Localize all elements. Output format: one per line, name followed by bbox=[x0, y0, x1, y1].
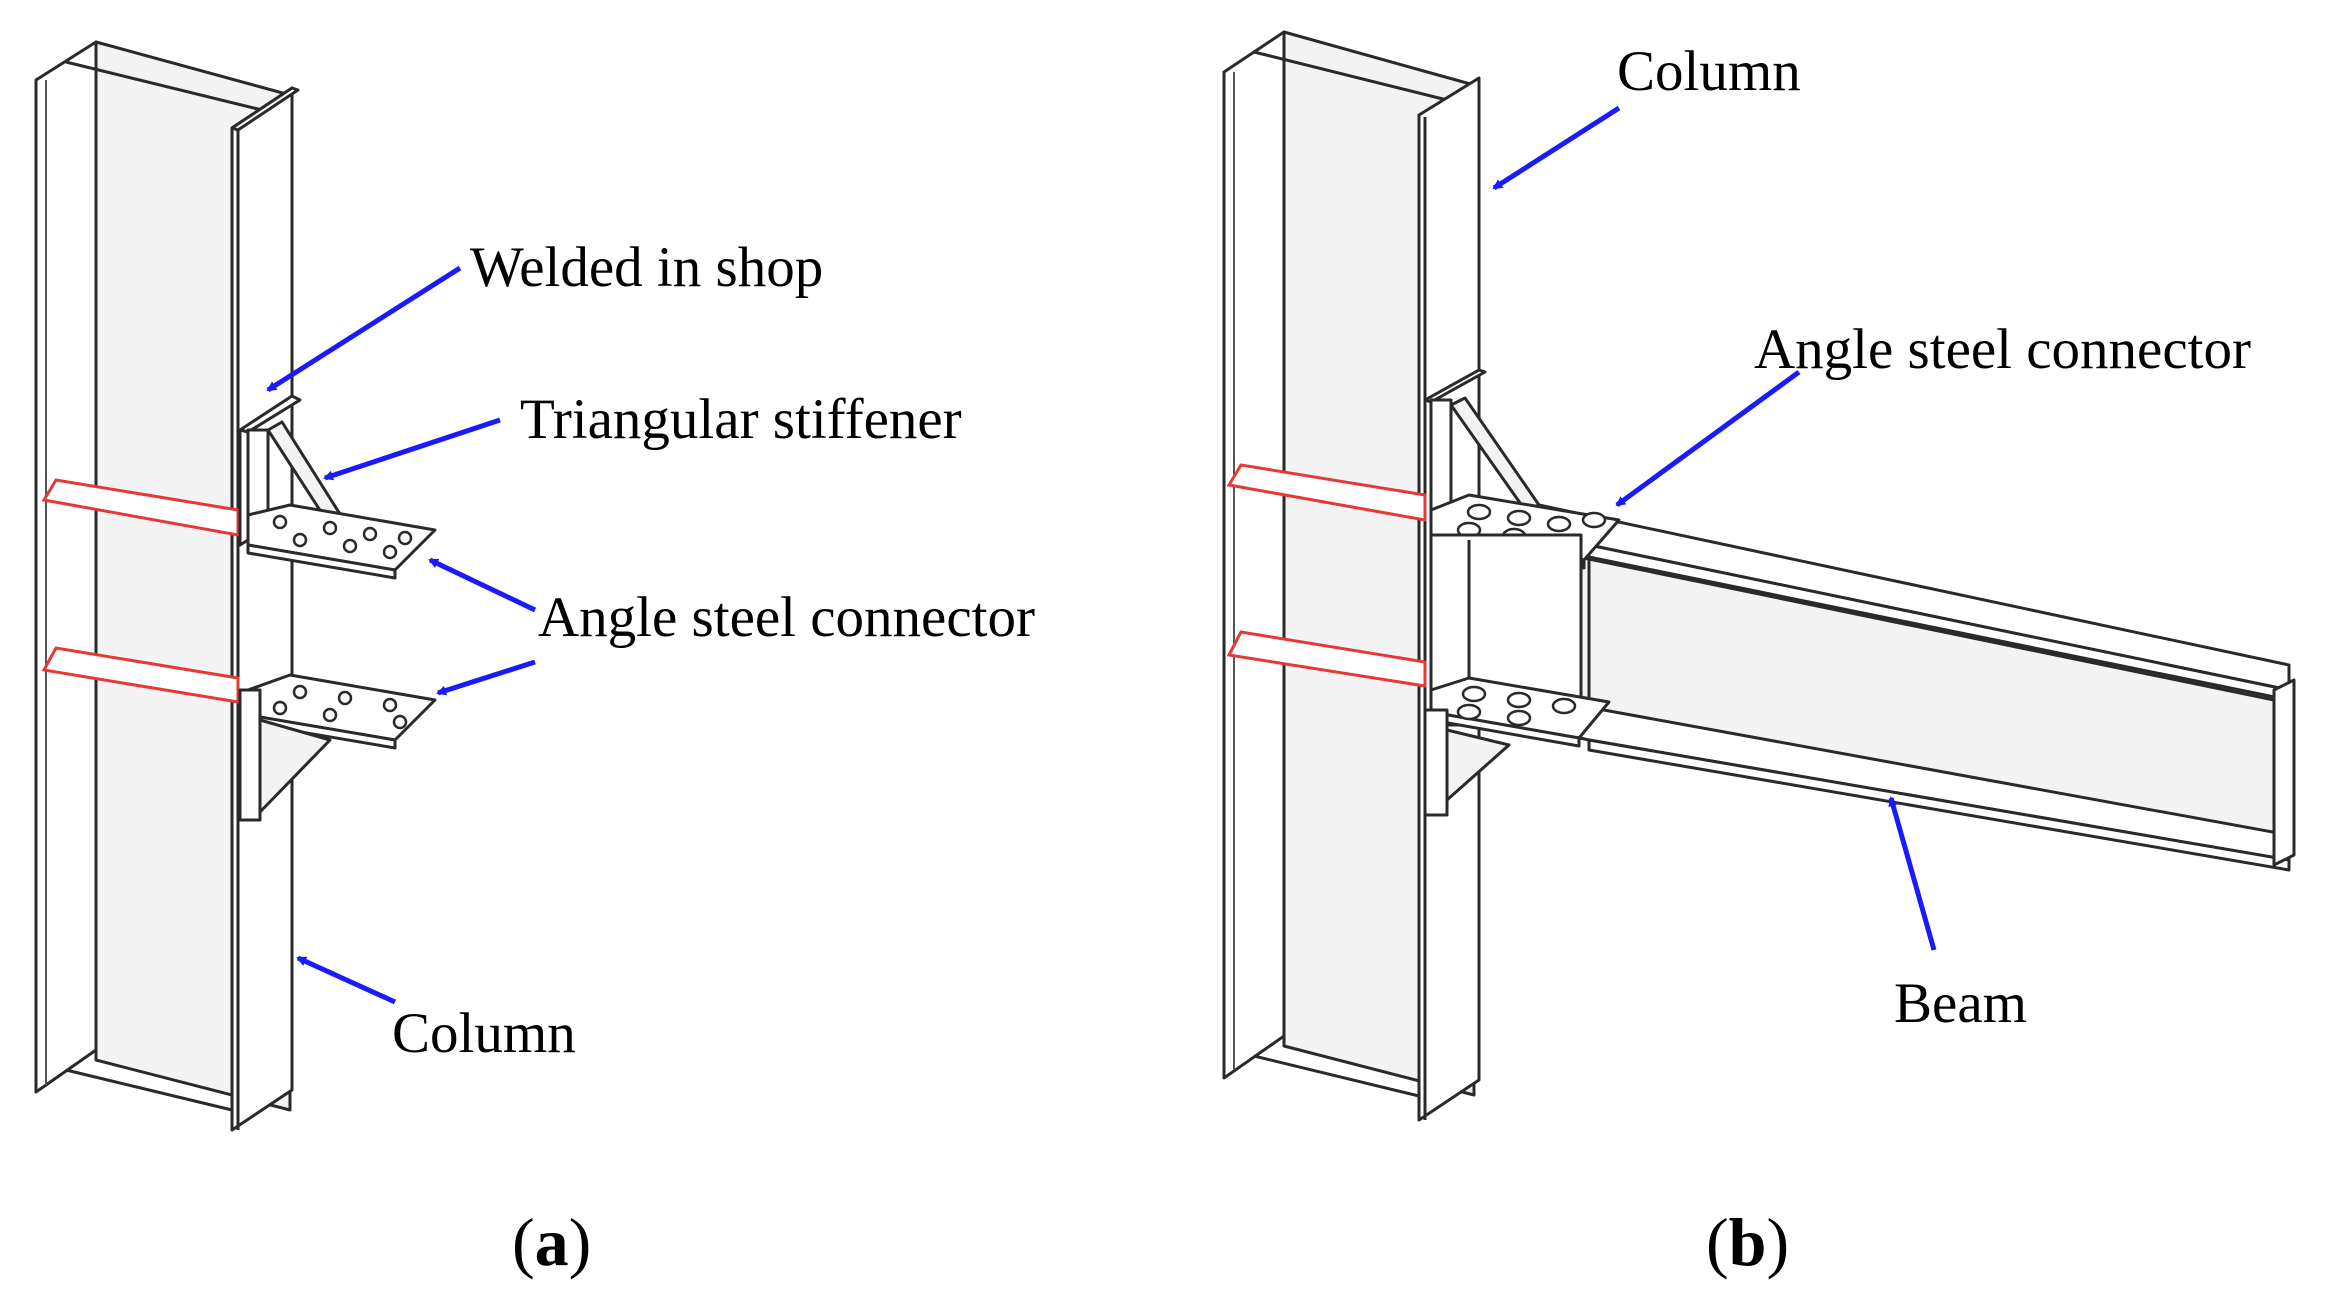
arrow-column-b bbox=[1492, 105, 1621, 191]
weld-lines-a bbox=[41, 478, 240, 704]
arrow-column-a bbox=[296, 955, 397, 1005]
label-beam-b: Beam bbox=[1894, 972, 2027, 1035]
label-triangular-stiffener: Triangular stiffener bbox=[520, 388, 962, 451]
label-column-a: Column bbox=[392, 1002, 576, 1065]
arrow-beam-b bbox=[1888, 796, 1937, 951]
arrow-angle-upper-a bbox=[428, 557, 537, 613]
panel-a: Welded in shop Triangular stiffener Angl… bbox=[34, 40, 1035, 1280]
arrow-angle-lower-a bbox=[436, 659, 536, 696]
beam-b bbox=[1487, 503, 2296, 872]
arrow-angle-b bbox=[1615, 369, 1801, 508]
angle-connectors-b bbox=[1423, 368, 1621, 817]
arrow-stiffener-a bbox=[323, 417, 501, 481]
label-column-b: Column bbox=[1617, 40, 1801, 103]
panel-a-drawing: Welded in shop Triangular stiffener Angl… bbox=[34, 40, 1035, 1280]
upper-angle-connector-a bbox=[238, 394, 437, 580]
column-a bbox=[34, 40, 300, 1132]
lower-angle-connector-a bbox=[238, 673, 437, 822]
label-welded-in-shop: Welded in shop bbox=[470, 236, 823, 299]
panel-b: Column Angle steel connector Beam (b) bbox=[1169, 0, 2338, 1305]
caption-b: (b) bbox=[1706, 1204, 1789, 1280]
panel-b-drawing: Column Angle steel connector Beam (b) bbox=[1222, 30, 2296, 1280]
weld-lines-b bbox=[1226, 463, 1427, 688]
label-angle-steel-connector-b: Angle steel connector bbox=[1754, 318, 2251, 381]
label-angle-steel-connector-a: Angle steel connector bbox=[538, 586, 1035, 649]
arrow-welded-a bbox=[266, 265, 462, 393]
caption-a: (a) bbox=[512, 1204, 591, 1280]
